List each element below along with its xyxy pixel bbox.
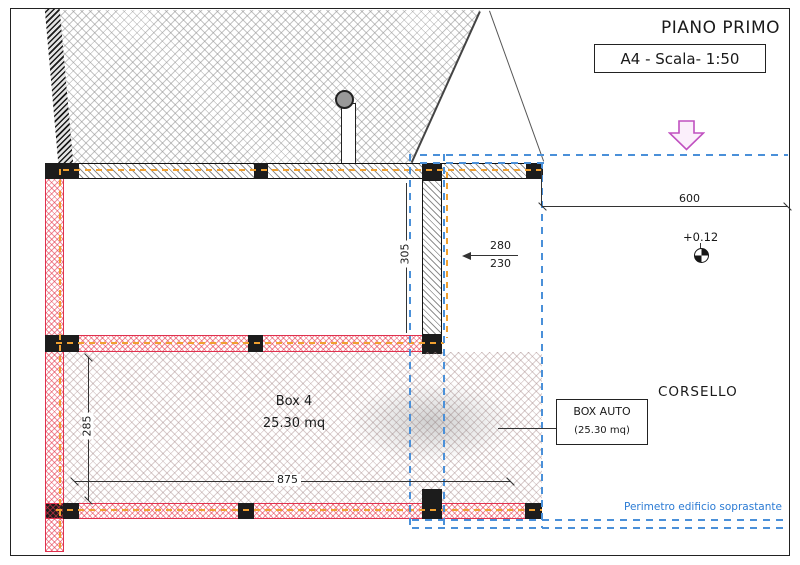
dim-label-285: 285 [81, 412, 94, 440]
level-benchmark-icon [694, 248, 709, 263]
level-tick [700, 243, 701, 249]
building-above-outline [420, 154, 788, 156]
down-arrow-icon [668, 120, 705, 151]
interior-wall [422, 163, 442, 354]
wall-axis-line [59, 169, 61, 548]
wall-column [238, 503, 254, 519]
scale-box: A4 - Scala- 1:50 [594, 44, 766, 73]
box4-bottom-wall [45, 503, 542, 519]
wall-axis-line [56, 509, 542, 511]
box-auto-title: BOX AUTO [573, 405, 631, 418]
dim-label-600: 600 [676, 193, 703, 205]
wall-axis-line [56, 342, 444, 344]
top-wall [63, 163, 543, 179]
sheet-border [10, 8, 790, 556]
chimney-body [341, 103, 356, 164]
dim-label-230: 230 [487, 258, 514, 270]
roof-hatch [55, 10, 480, 163]
building-above-outline [412, 527, 788, 529]
dim-extension-line [541, 168, 542, 206]
dim-label-305: 305 [399, 240, 412, 268]
dim-label-280: 280 [487, 240, 514, 252]
box4-floor [64, 352, 542, 503]
wall-column [45, 163, 64, 179]
wall-column [422, 163, 442, 181]
dim-arrowhead [462, 251, 471, 260]
chimney-pipe-icon [335, 90, 354, 109]
dim-label-875: 875 [274, 474, 301, 486]
wall-column [63, 163, 79, 179]
building-above-outline [541, 162, 543, 528]
perimeter-note: Perimetro edificio soprastante [624, 501, 782, 513]
dim-arrow-line [468, 255, 518, 256]
building-above-outline [420, 162, 544, 164]
room-label: Box 4 25.30 mq [214, 394, 374, 431]
wall-column [254, 163, 268, 179]
print-smudge [350, 382, 515, 462]
wall-axis-line [63, 169, 542, 171]
box-auto-area: (25.30 mq) [574, 425, 630, 436]
wall-axis-line [446, 172, 448, 338]
box-auto-callout: BOX AUTO (25.30 mq) [556, 399, 648, 445]
wall-column [422, 503, 442, 519]
page-title: PIANO PRIMO [660, 18, 780, 38]
scale-label: A4 - Scala- 1:50 [620, 50, 740, 68]
wall-column [63, 503, 79, 519]
level-label: +0.12 [680, 231, 722, 243]
building-above-outline [412, 519, 788, 521]
room-name: Box 4 [275, 394, 313, 409]
room-area: 25.30 mq [262, 416, 326, 431]
building-above-outline [409, 154, 411, 528]
building-above-outline [443, 154, 445, 528]
corsello-label: CORSELLO [658, 384, 738, 400]
wall-column [526, 163, 543, 179]
wall-pilaster [422, 489, 442, 505]
callout-leader-line [498, 428, 556, 429]
left-wall [45, 163, 64, 552]
dim-line-600 [542, 206, 788, 207]
wall-column [525, 503, 542, 519]
